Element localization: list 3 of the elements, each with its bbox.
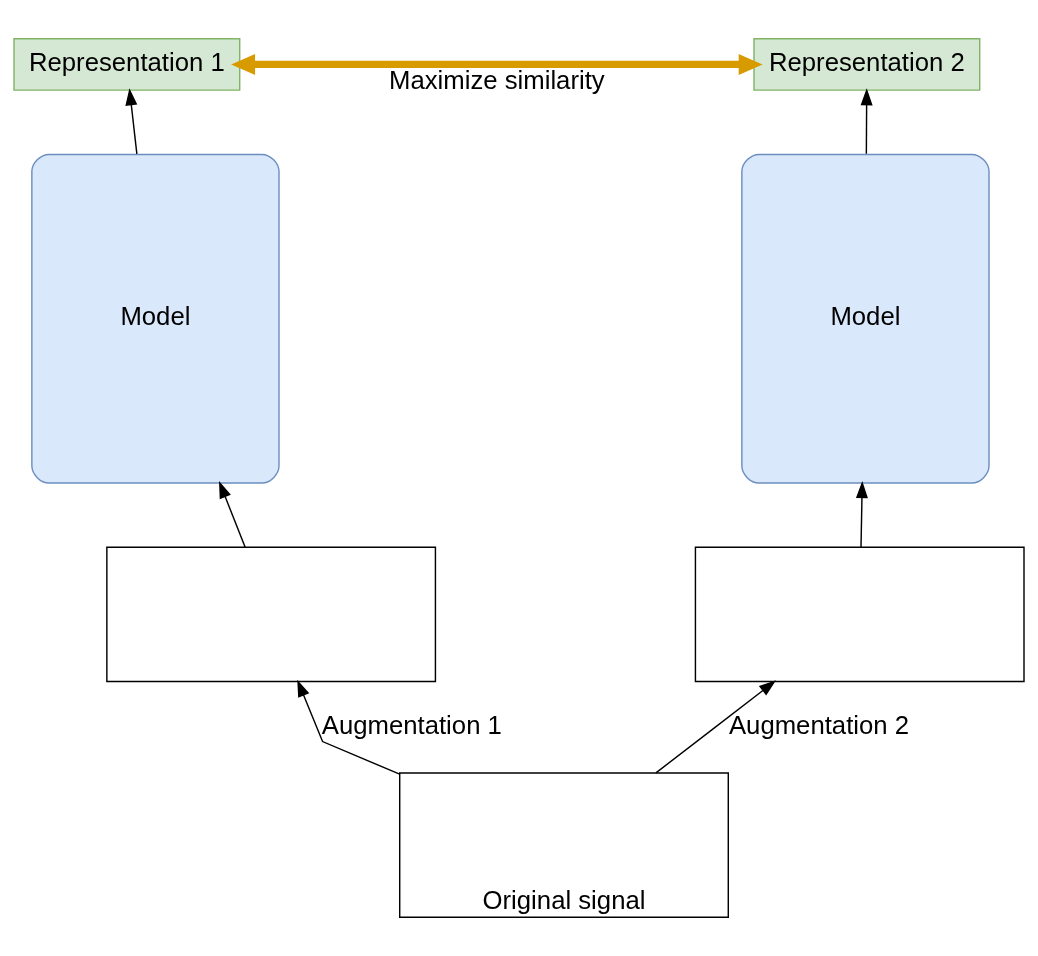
edge-label: Maximize similarity (389, 66, 605, 95)
edge-label: Augmentation 1 (321, 710, 502, 739)
edge-label: Augmentation 2 (728, 710, 910, 739)
